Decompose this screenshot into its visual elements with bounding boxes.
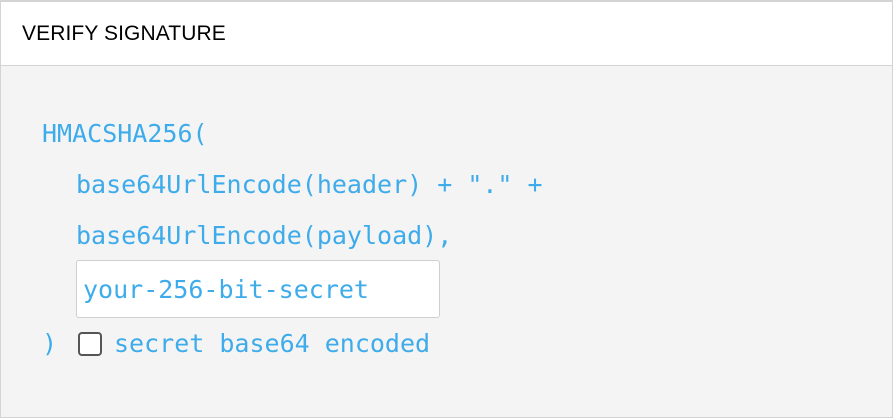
- header-encode-line: base64UrlEncode(header) + "." +: [76, 170, 543, 199]
- hmac-function-line: HMACSHA256(: [42, 119, 208, 148]
- payload-encode-line: base64UrlEncode(payload),: [76, 221, 453, 250]
- panel-header: VERIFY SIGNATURE: [1, 2, 892, 66]
- secret-input[interactable]: [76, 260, 440, 318]
- closing-paren: ): [42, 329, 58, 358]
- panel-title: VERIFY SIGNATURE: [22, 21, 226, 45]
- base64-encoded-label[interactable]: secret base64 encoded: [114, 329, 431, 358]
- base64-encoded-checkbox[interactable]: [78, 332, 102, 356]
